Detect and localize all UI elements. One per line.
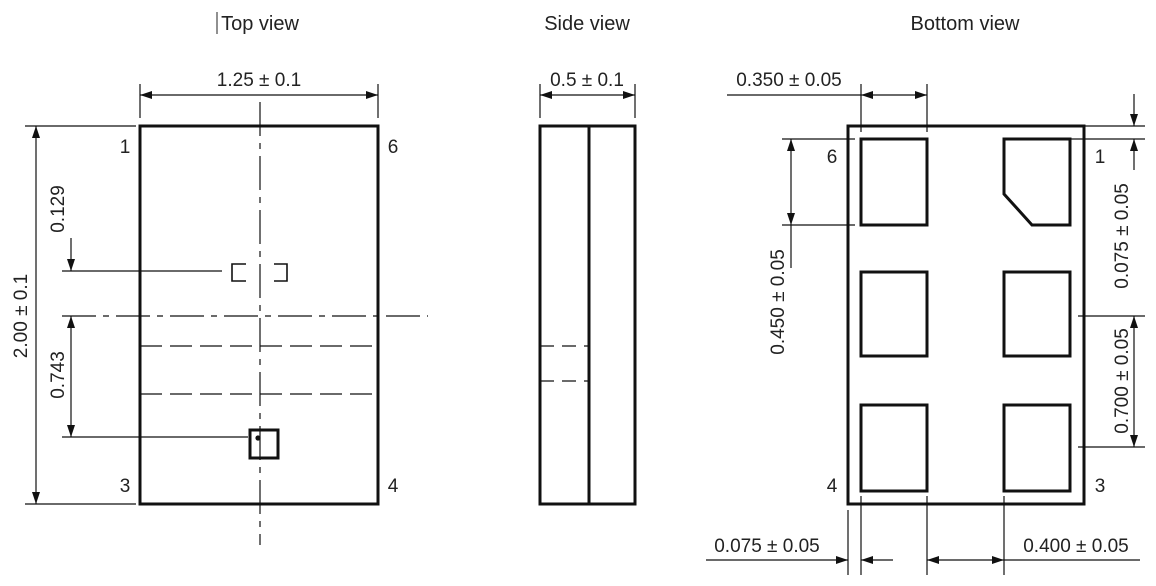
top-height-dimension-label: 2.00 ± 0.1 — [11, 274, 32, 358]
top-pin-label-6: 6 — [388, 137, 399, 158]
bottom-pitch-label: 0.700 ± 0.05 — [1112, 328, 1133, 434]
top-offset-lower-label: 0.743 — [48, 351, 69, 399]
bottom-pin-label-6: 6 — [827, 147, 838, 168]
bottom-view-title: Bottom view — [911, 13, 1020, 35]
top-offset-upper-label: 0.129 — [48, 185, 69, 233]
side-view-title: Side view — [544, 13, 630, 35]
top-pin-label-4: 4 — [388, 476, 399, 497]
bottom-pin-label-4: 4 — [827, 476, 838, 497]
bottom-pad-3 — [1002, 403, 1072, 493]
bottom-pad-4 — [859, 403, 929, 493]
bottom-pad-5 — [859, 270, 929, 358]
top-view-pin1-square-mark — [248, 428, 280, 460]
bottom-edge-margin-vertical-label: 0.075 ± 0.05 — [1112, 183, 1133, 289]
bottom-edge-margin-horizontal-label: 0.075 ± 0.05 — [714, 536, 820, 557]
bottom-pad-6 — [859, 137, 929, 227]
top-view-bracket-mark — [231, 263, 288, 282]
side-view: Side view 0.5 ± 0.1 — [538, 13, 637, 506]
bottom-pad-width-label: 0.350 ± 0.05 — [736, 70, 842, 91]
top-pin-label-3: 3 — [120, 476, 131, 497]
bottom-pad-1-chamfered — [1002, 137, 1072, 227]
bottom-view: Bottom view 0.350 ± 0.05 0.450 ± 0.05 0.… — [706, 13, 1145, 575]
bottom-pin-label-1: 1 — [1095, 147, 1106, 168]
top-view-package-outline — [138, 124, 380, 506]
bottom-pad-2 — [1002, 270, 1072, 358]
bottom-pin-label-3: 3 — [1095, 476, 1106, 497]
bottom-view-package-outline — [846, 124, 1086, 506]
side-thickness-dimension-label: 0.5 ± 0.1 — [550, 70, 624, 91]
top-view: Top view 1.25 ± 0.1 2.00 ± 0.1 0.129 0.7… — [11, 12, 428, 545]
top-view-pin1-dot — [255, 435, 261, 441]
top-view-title: Top view — [221, 13, 299, 35]
bottom-pad-height-label: 0.450 ± 0.05 — [768, 249, 789, 355]
bottom-pad-gap-label: 0.400 ± 0.05 — [1023, 536, 1129, 557]
top-width-dimension-label: 1.25 ± 0.1 — [217, 70, 301, 91]
top-pin-label-1: 1 — [120, 137, 131, 158]
